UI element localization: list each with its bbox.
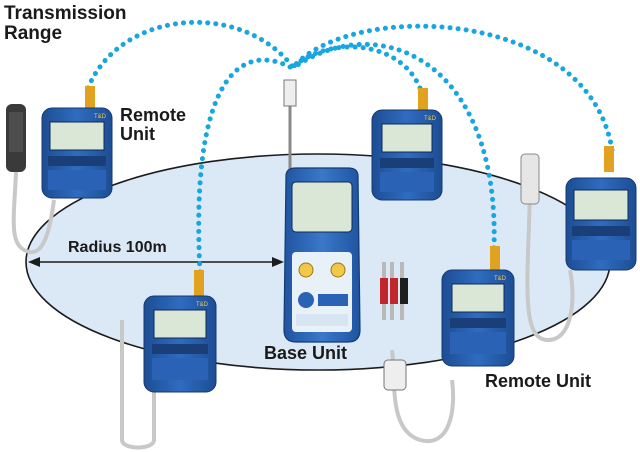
transmission-range-label: Transmission Range bbox=[4, 3, 127, 44]
svg-text:T&D: T&D bbox=[424, 116, 437, 122]
signal-arc-far-right-unit bbox=[293, 23, 615, 153]
base-unit bbox=[283, 79, 361, 343]
signal-arc-center-unit bbox=[291, 44, 423, 91]
antenna-icon bbox=[85, 86, 95, 112]
remote-unit-bottom-left: T&D bbox=[120, 270, 217, 450]
radius-arrow bbox=[28, 257, 284, 267]
svg-text:T&D: T&D bbox=[494, 276, 507, 282]
signal-arc-bottom-unit bbox=[196, 57, 295, 275]
antenna-icon bbox=[490, 246, 500, 272]
antenna-icon bbox=[194, 270, 204, 300]
antenna-icon bbox=[604, 146, 614, 172]
signal-arc-left-unit bbox=[85, 19, 295, 91]
base-unit-label: Base Unit bbox=[264, 343, 348, 363]
signal-arcs bbox=[85, 19, 615, 275]
svg-text:T&D: T&D bbox=[196, 302, 209, 308]
antenna-icon bbox=[418, 88, 428, 112]
remote-unit-bottom-right: T&D bbox=[380, 246, 515, 444]
svg-text:T&D: T&D bbox=[94, 114, 107, 120]
remote-unit-label-bottom: Remote Unit bbox=[485, 371, 592, 391]
signal-arc-right-unit bbox=[293, 41, 497, 251]
antenna-icon bbox=[283, 79, 297, 107]
remote-unit-center: T&D bbox=[371, 88, 443, 201]
radius-label: Radius 100m bbox=[68, 239, 167, 256]
remote-unit-label-top: Remote Unit bbox=[120, 105, 187, 144]
remote-unit-far-right bbox=[520, 146, 637, 343]
remote-unit-top-left: T&D bbox=[6, 86, 113, 255]
